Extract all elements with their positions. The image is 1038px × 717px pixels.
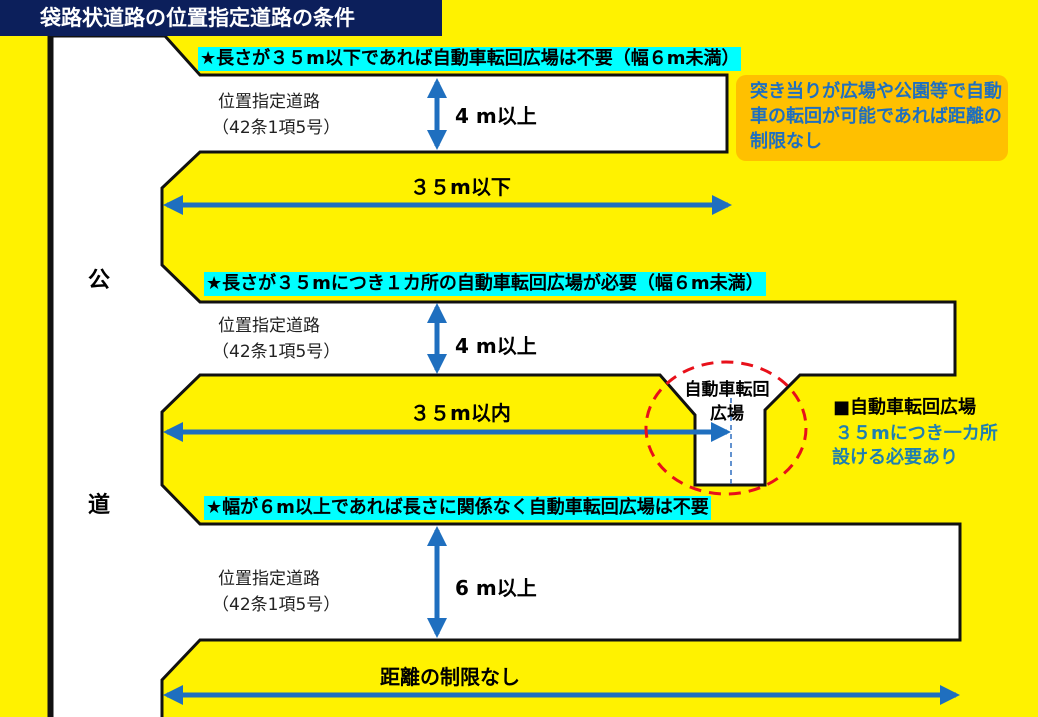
condition-2: ★長さが３５mにつき１カ所の自動車転回広場が必要（幅６m未満） xyxy=(204,272,766,296)
turnaround-circle xyxy=(644,360,808,496)
length-label-1: ３５m以下 xyxy=(410,175,511,199)
turnaround-desc-2: 設ける必要あり xyxy=(832,447,958,468)
road-area xyxy=(50,34,962,717)
road-name-3: 位置指定道路 xyxy=(218,569,320,589)
width-label-1: 4 m以上 xyxy=(455,104,537,128)
public-road-label-2: 道 xyxy=(88,493,111,518)
length-label-3: 距離の制限なし xyxy=(380,665,520,689)
road-article-3: （42条1項5号） xyxy=(212,595,341,615)
public-road-label-1: 公 xyxy=(88,268,111,293)
width-label-2: 4 m以上 xyxy=(455,334,537,358)
length-label-2: ３５m以内 xyxy=(410,401,511,425)
road-article-1: （42条1項5号） xyxy=(212,118,341,138)
turnaround-heading: ■自動車転回広場 xyxy=(833,397,977,418)
road-name-2: 位置指定道路 xyxy=(218,316,320,336)
turnaround-label: 自動車転回 広場 xyxy=(672,378,782,426)
turnaround-label-line1: 自動車転回 xyxy=(684,380,770,400)
road-article-2: （42条1項5号） xyxy=(212,342,341,362)
condition-1: ★長さが３５m以下であれば自動車転回広場は不要（幅６m未満） xyxy=(198,47,742,71)
condition-3: ★幅が６m以上であれば長さに関係なく自動車転回広場は不要 xyxy=(204,496,711,520)
note-box: 突き当りが広場や公園等で自動車の転回が可能であれば距離の制限なし xyxy=(736,75,1008,161)
width-label-3: 6 m以上 xyxy=(455,576,537,600)
page-title: 袋路状道路の位置指定道路の条件 xyxy=(0,0,442,36)
turnaround-label-line2: 広場 xyxy=(710,404,744,424)
road-name-1: 位置指定道路 xyxy=(218,92,320,112)
turnaround-desc-1: ３５mにつき一カ所 xyxy=(835,423,998,444)
